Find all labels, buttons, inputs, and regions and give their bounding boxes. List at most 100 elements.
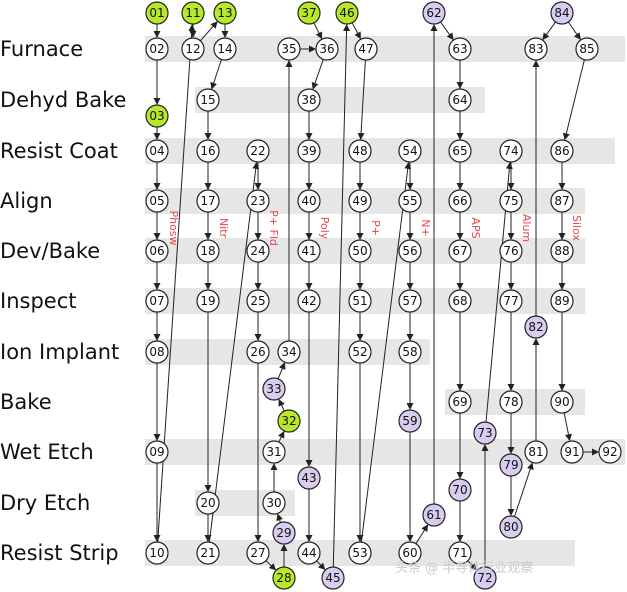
node-label-76: 76 (503, 244, 518, 258)
node-circle-14 (213, 37, 237, 61)
node-label-64: 64 (452, 93, 467, 107)
node-label-37: 37 (301, 6, 316, 20)
node-34: 34 (277, 340, 301, 364)
node-23: 23 (246, 189, 270, 213)
edge-62-63 (439, 21, 454, 41)
edge-21-22 (208, 161, 260, 543)
node-circle-35 (277, 37, 301, 61)
flow-edges (153, 21, 599, 571)
edge-45-46 (332, 24, 351, 568)
node-85: 85 (575, 37, 599, 61)
node-09: 09 (145, 440, 169, 464)
node-label-14: 14 (217, 42, 232, 56)
node-51: 51 (348, 289, 372, 313)
node-label-78: 78 (503, 395, 518, 409)
node-circle-16 (196, 139, 220, 163)
node-circle-32 (277, 409, 301, 433)
node-circle-57 (398, 289, 422, 313)
node-84: 84 (550, 1, 574, 25)
node-65: 65 (448, 139, 472, 163)
node-label-63: 63 (452, 42, 467, 56)
node-45: 45 (321, 566, 345, 590)
node-label-38: 38 (301, 93, 316, 107)
node-52: 52 (348, 340, 372, 364)
node-label-84: 84 (554, 6, 569, 20)
node-circle-28 (272, 566, 296, 590)
node-circle-74 (499, 139, 523, 163)
node-circle-71 (448, 541, 472, 565)
node-78: 78 (499, 390, 523, 414)
node-circle-29 (272, 521, 296, 545)
node-circle-86 (550, 139, 574, 163)
node-circle-15 (196, 88, 220, 112)
node-90: 90 (550, 390, 574, 414)
node-91: 91 (560, 440, 584, 464)
node-label-87: 87 (554, 194, 569, 208)
node-72: 72 (473, 566, 497, 590)
node-label-80: 80 (503, 520, 518, 534)
node-circle-90 (550, 390, 574, 414)
step-label-4: P+ (369, 220, 382, 236)
node-circle-43 (297, 466, 321, 490)
node-label-45: 45 (325, 571, 340, 585)
node-label-71: 71 (452, 546, 467, 560)
node-92: 92 (598, 440, 622, 464)
node-24: 24 (246, 239, 270, 263)
node-circle-72 (473, 566, 497, 590)
node-label-55: 55 (402, 194, 417, 208)
node-53: 53 (348, 541, 372, 565)
edge-84-83 (542, 21, 557, 41)
node-02: 02 (145, 37, 169, 61)
node-circle-22 (246, 139, 270, 163)
node-circle-17 (196, 189, 220, 213)
row-label-ion-implant: Ion Implant (0, 340, 119, 364)
node-55: 55 (398, 189, 422, 213)
edge-71-72 (467, 560, 478, 571)
node-label-35: 35 (281, 42, 296, 56)
edge-53-54 (360, 161, 412, 543)
node-15: 15 (196, 88, 220, 112)
node-label-48: 48 (352, 144, 367, 158)
edge-84-85 (567, 21, 581, 40)
node-21: 21 (196, 541, 220, 565)
node-18: 18 (196, 239, 220, 263)
node-82: 82 (524, 315, 548, 339)
node-05: 05 (145, 189, 169, 213)
row-label-inspect: Inspect (0, 289, 76, 313)
node-circle-68 (448, 289, 472, 313)
node-label-21: 21 (200, 546, 215, 560)
node-label-13: 13 (217, 6, 232, 20)
edge-27-28 (265, 560, 277, 571)
node-label-05: 05 (149, 194, 164, 208)
node-circle-84 (550, 1, 574, 25)
node-label-10: 10 (149, 546, 164, 560)
node-63: 63 (448, 37, 472, 61)
node-circle-05 (145, 189, 169, 213)
node-label-89: 89 (554, 294, 569, 308)
node-circle-66 (448, 189, 472, 213)
row-label-dev-bake: Dev/Bake (0, 239, 100, 263)
node-label-52: 52 (352, 345, 367, 359)
node-26: 26 (246, 340, 270, 364)
node-74: 74 (499, 139, 523, 163)
node-circle-67 (448, 239, 472, 263)
edge-46-47 (351, 22, 361, 40)
node-25: 25 (246, 289, 270, 313)
node-circle-09 (145, 440, 169, 464)
node-49: 49 (348, 189, 372, 213)
band-wet-etch (145, 439, 625, 465)
node-33: 33 (262, 377, 286, 401)
node-label-77: 77 (503, 294, 518, 308)
node-71: 71 (448, 541, 472, 565)
node-circle-03 (145, 104, 169, 128)
step-label-1: Nitr (217, 218, 230, 239)
node-label-60: 60 (402, 546, 417, 560)
edge-33-34 (277, 362, 286, 379)
node-54: 54 (398, 139, 422, 163)
node-79: 79 (499, 453, 523, 477)
node-circle-52 (348, 340, 372, 364)
watermark-text: 头条 @ 半导体行业观察 (395, 560, 533, 576)
